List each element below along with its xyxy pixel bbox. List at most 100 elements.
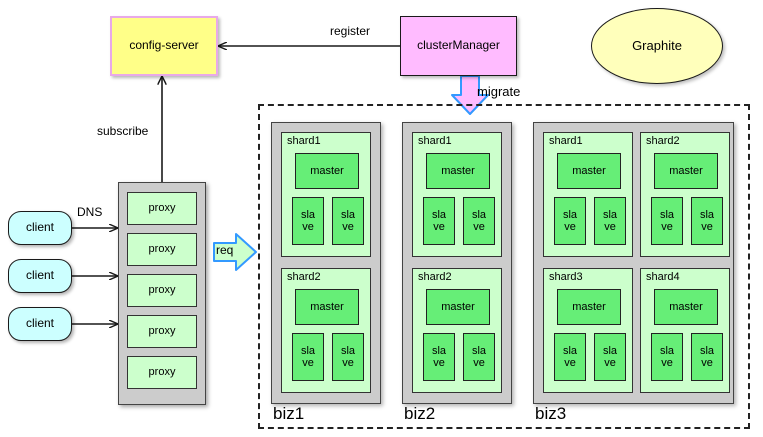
master-node[interactable]: master — [426, 153, 490, 189]
biz-group-biz2: shard1 master sla ve sla ve shard2 maste… — [402, 122, 512, 404]
proxy-node-1[interactable]: proxy — [127, 192, 197, 225]
master-node[interactable]: master — [426, 289, 490, 325]
master-node[interactable]: master — [654, 153, 718, 189]
slave-label-line2: ve — [564, 357, 576, 369]
slave-label-line1: sla — [562, 344, 578, 357]
slave-label-line1: sla — [562, 208, 578, 221]
client-label: client — [25, 268, 54, 283]
slave-label-line2: ve — [302, 357, 314, 369]
slave-label-line2: ve — [473, 221, 485, 233]
slave-label-line2: ve — [661, 221, 673, 233]
shard-title: shard2 — [287, 271, 321, 283]
shard-title: shard4 — [646, 271, 680, 283]
slave-label-line1: sla — [431, 344, 447, 357]
slave-node-1[interactable]: sla ve — [423, 197, 455, 245]
graphite-node[interactable]: Graphite — [591, 8, 723, 84]
register-edge-label: register — [330, 24, 371, 38]
slave-label-line2: ve — [433, 221, 445, 233]
client-node-1[interactable]: client — [8, 211, 72, 245]
shard-title: shard2 — [418, 271, 452, 283]
proxy-label: proxy — [148, 243, 176, 256]
shard-title: shard3 — [549, 271, 583, 283]
proxy-rack: proxy proxy proxy proxy proxy — [118, 182, 206, 405]
shard-title: shard1 — [549, 135, 583, 147]
biz-label-biz1: biz1 — [273, 404, 305, 423]
slave-label-line2: ve — [342, 221, 354, 233]
shard-title: shard1 — [418, 135, 452, 147]
slave-node-1[interactable]: sla ve — [651, 333, 683, 381]
slave-node-2[interactable]: sla ve — [691, 197, 723, 245]
shard-biz3-2[interactable]: shard2 master sla ve sla ve — [640, 132, 730, 257]
slave-node-2[interactable]: sla ve — [463, 333, 495, 381]
proxy-label: proxy — [148, 284, 176, 297]
cluster-manager-label: clusterManager — [417, 38, 500, 53]
client-label: client — [25, 316, 54, 331]
dns-edge-label: DNS — [77, 205, 103, 219]
proxy-node-3[interactable]: proxy — [127, 274, 197, 307]
slave-node-2[interactable]: sla ve — [691, 333, 723, 381]
slave-label-line2: ve — [564, 221, 576, 233]
biz-label-biz3: biz3 — [535, 404, 567, 423]
master-node[interactable]: master — [295, 289, 359, 325]
master-node[interactable]: master — [557, 153, 621, 189]
proxy-node-5[interactable]: proxy — [127, 356, 197, 389]
proxy-label: proxy — [148, 366, 176, 379]
slave-label-line1: sla — [340, 208, 356, 221]
shard-biz1-2[interactable]: shard2 master sla ve sla ve — [281, 268, 371, 393]
slave-label-line1: sla — [431, 208, 447, 221]
shard-title: shard2 — [646, 135, 680, 147]
migrate-edge-label: migrate — [477, 84, 521, 99]
slave-label-line2: ve — [342, 357, 354, 369]
slave-node-1[interactable]: sla ve — [554, 333, 586, 381]
slave-label-line2: ve — [473, 357, 485, 369]
shard-biz3-4[interactable]: shard4 master sla ve sla ve — [640, 268, 730, 393]
master-node[interactable]: master — [295, 153, 359, 189]
master-node[interactable]: master — [654, 289, 718, 325]
graphite-label: Graphite — [632, 37, 682, 53]
slave-label-line1: sla — [699, 344, 715, 357]
shard-biz3-1[interactable]: shard1 master sla ve sla ve — [543, 132, 633, 257]
slave-label-line1: sla — [602, 344, 618, 357]
req-edge-label: req — [216, 243, 234, 257]
shard-title: shard1 — [287, 135, 321, 147]
slave-label-line1: sla — [659, 208, 675, 221]
master-node[interactable]: master — [557, 289, 621, 325]
slave-label-line1: sla — [699, 208, 715, 221]
biz-group-biz3: shard1 master sla ve sla ve shard2 maste… — [533, 122, 734, 404]
slave-label-line1: sla — [300, 344, 316, 357]
slave-label-line1: sla — [300, 208, 316, 221]
proxy-label: proxy — [148, 325, 176, 338]
config-server-node[interactable]: config-server — [110, 16, 218, 76]
biz-label-biz2: biz2 — [404, 404, 436, 423]
slave-node-2[interactable]: sla ve — [332, 333, 364, 381]
slave-node-2[interactable]: sla ve — [463, 197, 495, 245]
shard-biz3-3[interactable]: shard3 master sla ve sla ve — [543, 268, 633, 393]
slave-node-2[interactable]: sla ve — [594, 333, 626, 381]
slave-node-1[interactable]: sla ve — [554, 197, 586, 245]
biz-group-biz1: shard1 master sla ve sla ve shard2 maste… — [271, 122, 381, 404]
slave-node-1[interactable]: sla ve — [651, 197, 683, 245]
slave-node-1[interactable]: sla ve — [292, 333, 324, 381]
slave-node-1[interactable]: sla ve — [292, 197, 324, 245]
proxy-node-2[interactable]: proxy — [127, 233, 197, 266]
client-label: client — [25, 220, 54, 235]
proxy-node-4[interactable]: proxy — [127, 315, 197, 348]
slave-label-line2: ve — [604, 221, 616, 233]
cluster-manager-node[interactable]: clusterManager — [400, 16, 517, 76]
subscribe-edge-label: subscribe — [97, 124, 149, 138]
client-node-3[interactable]: client — [8, 307, 72, 341]
slave-label-line2: ve — [661, 357, 673, 369]
shard-biz1-1[interactable]: shard1 master sla ve sla ve — [281, 132, 371, 257]
shard-biz2-2[interactable]: shard2 master sla ve sla ve — [412, 268, 502, 393]
slave-node-1[interactable]: sla ve — [423, 333, 455, 381]
shard-biz2-1[interactable]: shard1 master sla ve sla ve — [412, 132, 502, 257]
slave-node-2[interactable]: sla ve — [332, 197, 364, 245]
slave-label-line1: sla — [340, 344, 356, 357]
slave-label-line1: sla — [602, 208, 618, 221]
slave-label-line2: ve — [701, 357, 713, 369]
slave-node-2[interactable]: sla ve — [594, 197, 626, 245]
client-node-2[interactable]: client — [8, 259, 72, 293]
slave-label-line2: ve — [433, 357, 445, 369]
slave-label-line2: ve — [302, 221, 314, 233]
